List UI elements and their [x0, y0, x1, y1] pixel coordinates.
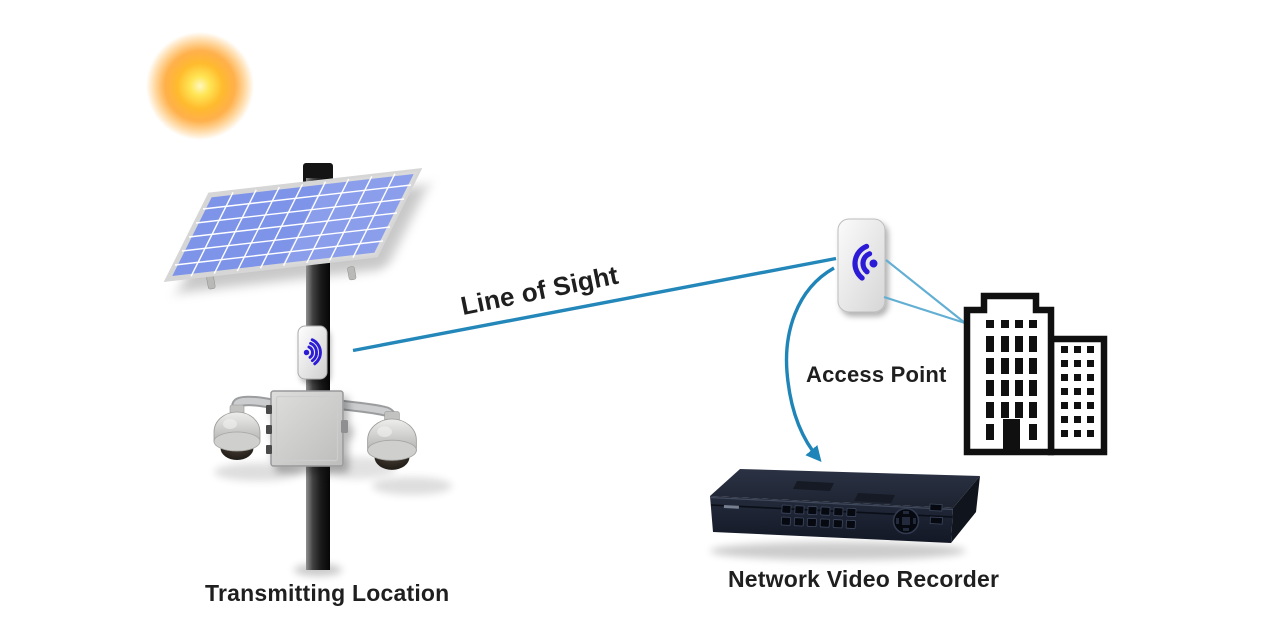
network-video-recorder-label: Network Video Recorder: [728, 566, 1000, 592]
wifi-signal-icon: [303, 338, 322, 366]
nvr-icon: [709, 469, 980, 560]
building-windows-left: [986, 320, 1037, 440]
nvr-usb-ports: [929, 503, 943, 525]
nvr-buttons: [780, 504, 857, 529]
solar-panel-icon: [168, 171, 418, 290]
camera-assembly: [213, 390, 452, 495]
line-of-sight-link: [352, 256, 837, 353]
building-windows-right: [1061, 346, 1094, 437]
junction-box: [266, 390, 348, 467]
building-icon: [963, 292, 1108, 456]
dome-camera-left-icon: [213, 404, 261, 461]
ap-to-building-link: [883, 259, 966, 325]
access-point-label: Access Point: [806, 362, 947, 387]
nvr-jog-dial: [892, 507, 920, 535]
access-point-wifi-icon: [852, 243, 878, 281]
transmitting-location-node: [168, 163, 452, 576]
ap-to-nvr-arrow: [784, 266, 835, 462]
building-door: [1003, 419, 1020, 452]
transmitting-location-label: Transmitting Location: [205, 580, 450, 606]
sun-icon: [146, 32, 254, 140]
